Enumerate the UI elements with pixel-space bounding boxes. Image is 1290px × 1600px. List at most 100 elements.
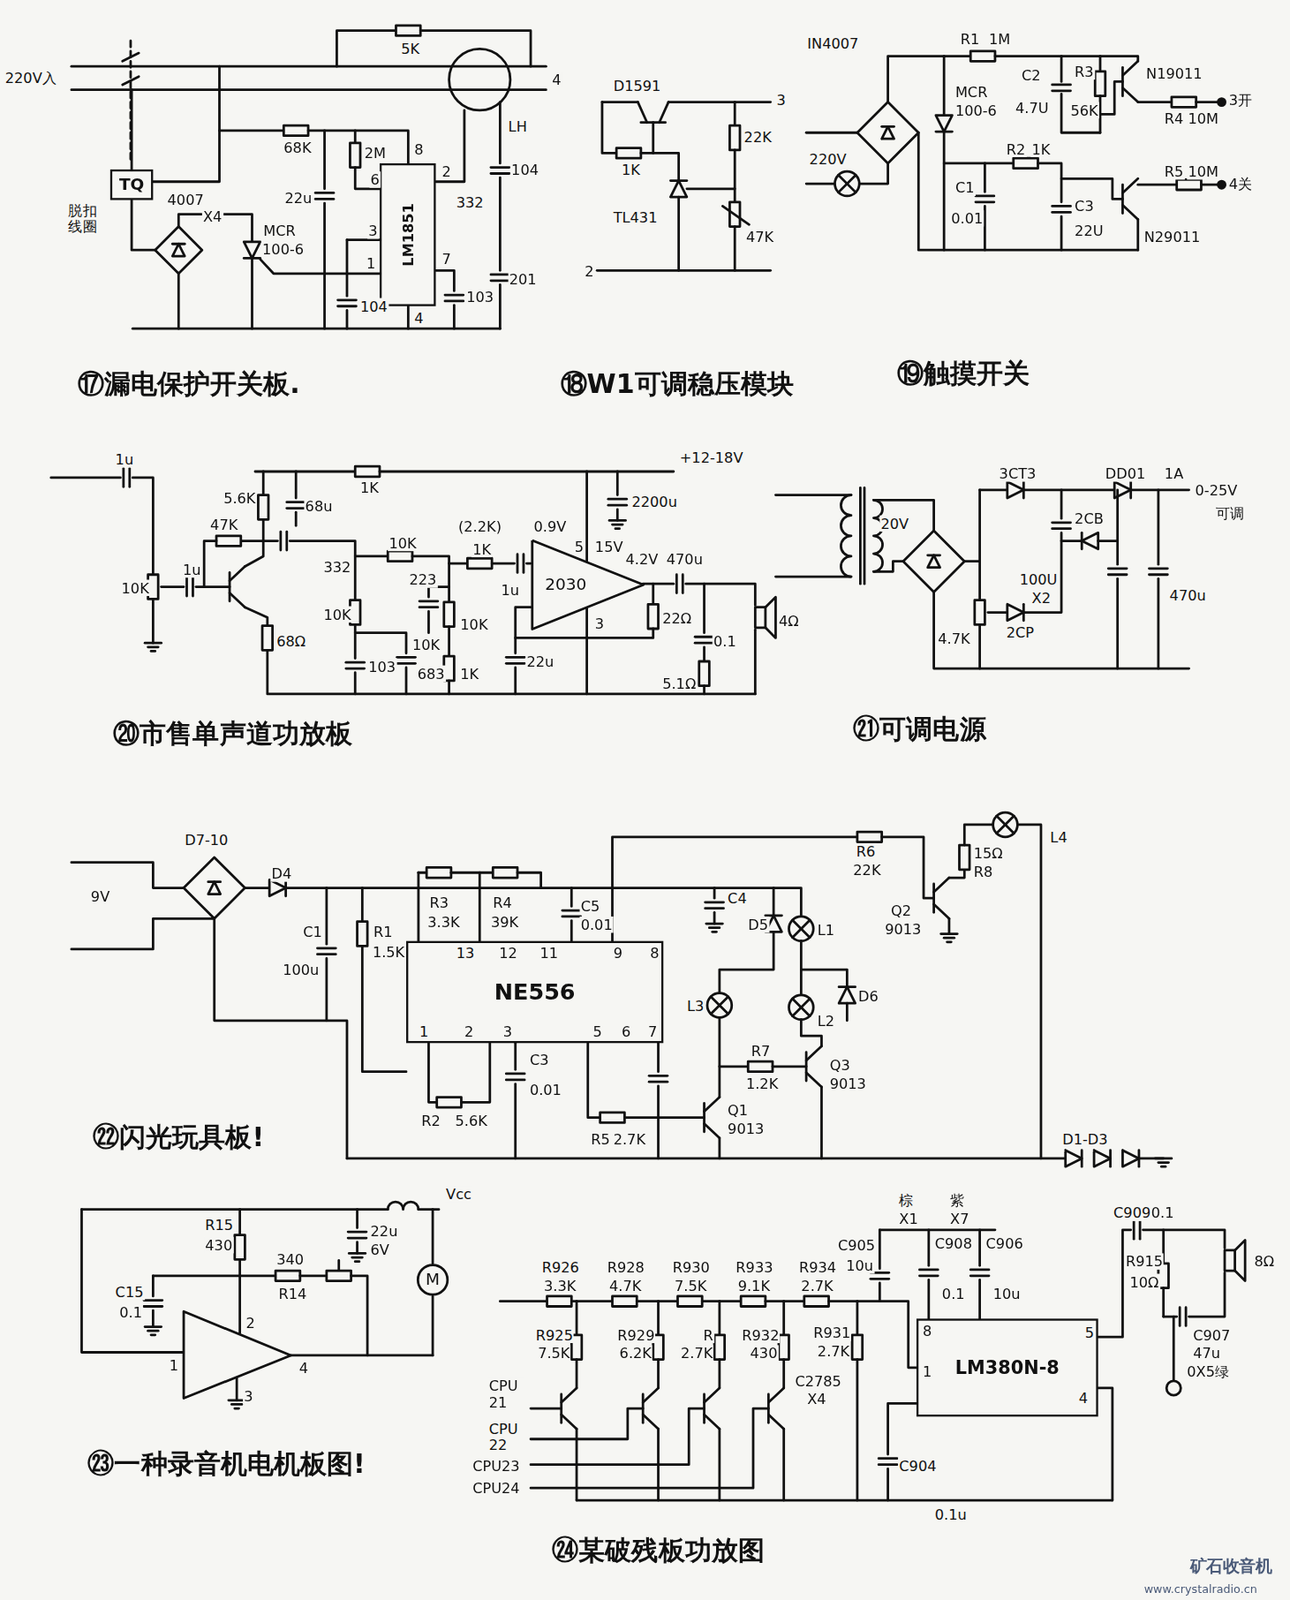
wire (490, 279, 510, 282)
component-label: 340 (275, 1251, 305, 1268)
wire (656, 1301, 660, 1336)
diode-body (1122, 1150, 1139, 1167)
wire (513, 1084, 517, 1159)
component-label: 2M (362, 144, 387, 162)
wire (1139, 1220, 1142, 1239)
wire (882, 837, 935, 898)
current-transformer (449, 48, 511, 110)
component-label: R915 (1124, 1252, 1164, 1270)
wire (1158, 1161, 1170, 1164)
component-label: 332 (322, 558, 352, 576)
component-label: 1.2K (745, 1075, 780, 1093)
component-label: R928 (606, 1259, 646, 1276)
wire (229, 565, 245, 581)
component-label: R4 (1163, 110, 1185, 128)
wire (616, 509, 619, 521)
resistor-symbol (349, 143, 361, 168)
lamp-symbol (834, 171, 860, 197)
wire (856, 1301, 860, 1336)
wire (151, 1310, 155, 1327)
wire (417, 872, 421, 941)
wire (315, 197, 334, 201)
wire (436, 110, 465, 182)
component-label: 3 (242, 1388, 255, 1405)
wire (648, 1080, 668, 1084)
wire (588, 1042, 601, 1117)
wire (1116, 578, 1119, 669)
component-label: R15 (203, 1216, 234, 1234)
coil-symbol (840, 495, 852, 577)
wire (641, 152, 679, 181)
wire (122, 76, 139, 85)
wire (338, 304, 357, 308)
component-label: 2.7K (799, 1277, 835, 1295)
component-label: 10K (411, 636, 442, 654)
component-label: 6V (369, 1241, 391, 1259)
circuit-caption: ⑲触摸开关 (896, 359, 1032, 391)
wire (1061, 93, 1101, 133)
wire (148, 1329, 159, 1333)
wire (522, 554, 526, 574)
diode-body (882, 126, 895, 139)
wire (447, 626, 451, 657)
component-label: 10K (387, 535, 418, 552)
wire (240, 1274, 276, 1277)
resistor-symbol (804, 1296, 830, 1307)
wire (513, 667, 517, 695)
diode-body (243, 241, 260, 258)
wire (338, 298, 357, 302)
wire (431, 1296, 435, 1356)
wire (575, 1359, 579, 1389)
wire (397, 662, 416, 665)
wire (710, 996, 729, 1015)
wire (431, 1209, 435, 1264)
inductor-symbol (387, 1201, 419, 1210)
speaker-cone (765, 596, 777, 638)
wire (870, 1277, 890, 1281)
wire (772, 1064, 807, 1068)
component-label: R7 (750, 1042, 772, 1060)
wire (608, 504, 627, 507)
wire (651, 583, 655, 604)
wire (1136, 219, 1140, 251)
wire (1038, 163, 1063, 203)
wire (505, 1078, 525, 1082)
component-label: 3 (594, 615, 606, 633)
wire (562, 915, 581, 919)
component-label: 5.6K (453, 1112, 489, 1130)
resistor-symbol (467, 558, 492, 569)
component-label: MCR (262, 222, 297, 240)
resistor-symbol (1094, 71, 1106, 97)
diode-bar (172, 242, 185, 246)
circuit-caption: ⑳市售单声道功放板 (112, 719, 354, 751)
component-label: 0X5绿 (1185, 1363, 1230, 1381)
wire (1157, 490, 1161, 565)
diode-symbol (1007, 482, 1024, 498)
wire (130, 90, 134, 170)
wire (530, 1408, 769, 1488)
wire (1052, 520, 1072, 524)
component-label: X1 (897, 1210, 920, 1228)
wire (316, 946, 336, 950)
component-label: 104 (359, 298, 389, 316)
component-label: 68u (303, 497, 333, 515)
diode-symbol (243, 241, 260, 258)
wire (196, 585, 230, 589)
component-label: 10M (1186, 163, 1220, 181)
component-label: 3.3K (543, 1277, 578, 1295)
component-label: 7.5K (673, 1277, 709, 1295)
resistor-symbol (395, 25, 421, 37)
component-label: Vcc (445, 1185, 473, 1203)
component-label: 22u (525, 653, 555, 671)
wire (161, 585, 184, 589)
wire (1052, 204, 1072, 208)
component-label: 430 (203, 1237, 234, 1254)
component-label: 1 (168, 1357, 181, 1374)
component-label: R932 (740, 1327, 780, 1344)
wire (203, 541, 217, 588)
wire (845, 1003, 849, 1021)
wire (515, 628, 654, 638)
wire (354, 624, 357, 658)
wire (585, 607, 589, 695)
component-label: DD01 (1104, 465, 1147, 483)
